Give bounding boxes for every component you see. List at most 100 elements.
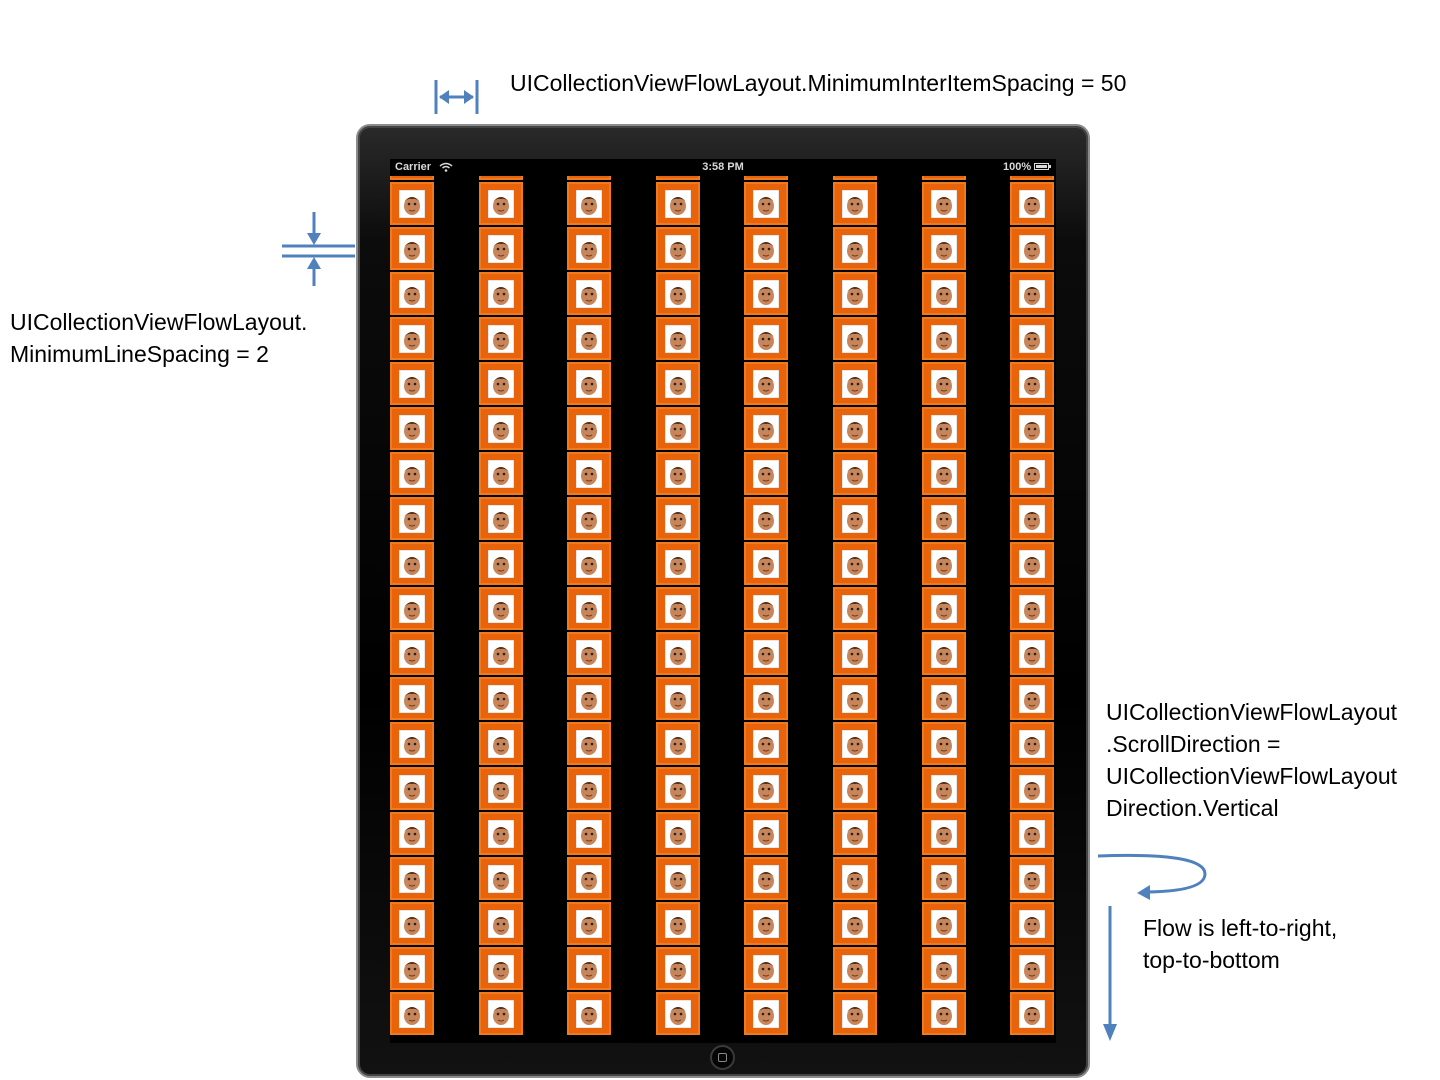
- collection-cell[interactable]: [567, 857, 611, 900]
- collection-cell[interactable]: [1010, 947, 1054, 990]
- collection-cell[interactable]: [833, 227, 877, 270]
- collection-cell[interactable]: [479, 497, 523, 540]
- collection-cell[interactable]: [390, 767, 434, 810]
- collection-cell[interactable]: [656, 677, 700, 720]
- collection-cell[interactable]: [656, 407, 700, 450]
- collection-cell[interactable]: [744, 452, 788, 495]
- collection-cell[interactable]: [833, 677, 877, 720]
- collection-cell[interactable]: [479, 632, 523, 675]
- collection-cell[interactable]: [922, 812, 966, 855]
- collection-cell[interactable]: [922, 857, 966, 900]
- collection-cell[interactable]: [390, 587, 434, 630]
- collection-view-grid[interactable]: [390, 159, 1056, 1043]
- collection-cell[interactable]: [567, 227, 611, 270]
- collection-cell[interactable]: [479, 812, 523, 855]
- collection-cell[interactable]: [390, 947, 434, 990]
- collection-cell[interactable]: [479, 542, 523, 585]
- collection-cell[interactable]: [833, 362, 877, 405]
- collection-cell[interactable]: [1010, 677, 1054, 720]
- collection-cell[interactable]: [744, 812, 788, 855]
- collection-cell[interactable]: [567, 767, 611, 810]
- collection-cell[interactable]: [922, 542, 966, 585]
- collection-cell[interactable]: [656, 497, 700, 540]
- collection-cell[interactable]: [479, 407, 523, 450]
- collection-cell[interactable]: [479, 677, 523, 720]
- collection-cell[interactable]: [656, 182, 700, 225]
- collection-cell[interactable]: [1010, 317, 1054, 360]
- collection-cell[interactable]: [567, 497, 611, 540]
- collection-cell[interactable]: [833, 992, 877, 1035]
- collection-cell[interactable]: [479, 587, 523, 630]
- collection-cell[interactable]: [656, 857, 700, 900]
- collection-cell[interactable]: [656, 812, 700, 855]
- collection-cell[interactable]: [390, 227, 434, 270]
- collection-cell[interactable]: [833, 317, 877, 360]
- collection-cell[interactable]: [1010, 182, 1054, 225]
- collection-cell[interactable]: [567, 452, 611, 495]
- collection-cell[interactable]: [744, 722, 788, 765]
- collection-cell[interactable]: [567, 902, 611, 945]
- collection-cell[interactable]: [1010, 722, 1054, 765]
- collection-cell[interactable]: [567, 677, 611, 720]
- collection-cell[interactable]: [656, 632, 700, 675]
- collection-cell[interactable]: [656, 227, 700, 270]
- collection-cell[interactable]: [567, 587, 611, 630]
- collection-cell[interactable]: [833, 947, 877, 990]
- collection-cell[interactable]: [922, 677, 966, 720]
- collection-cell[interactable]: [922, 182, 966, 225]
- collection-cell[interactable]: [744, 317, 788, 360]
- collection-cell[interactable]: [567, 992, 611, 1035]
- collection-cell[interactable]: [833, 407, 877, 450]
- collection-cell[interactable]: [922, 902, 966, 945]
- collection-cell[interactable]: [1010, 767, 1054, 810]
- collection-cell[interactable]: [1010, 272, 1054, 315]
- collection-cell[interactable]: [1010, 227, 1054, 270]
- collection-cell[interactable]: [656, 992, 700, 1035]
- collection-cell[interactable]: [1010, 587, 1054, 630]
- collection-cell[interactable]: [922, 767, 966, 810]
- collection-cell[interactable]: [390, 902, 434, 945]
- collection-cell[interactable]: [1010, 452, 1054, 495]
- collection-cell[interactable]: [390, 362, 434, 405]
- collection-cell[interactable]: [390, 407, 434, 450]
- collection-cell[interactable]: [567, 407, 611, 450]
- collection-cell[interactable]: [744, 992, 788, 1035]
- collection-cell[interactable]: [922, 497, 966, 540]
- collection-cell[interactable]: [833, 857, 877, 900]
- collection-cell[interactable]: [479, 272, 523, 315]
- collection-cell[interactable]: [567, 947, 611, 990]
- collection-cell[interactable]: [656, 902, 700, 945]
- collection-cell[interactable]: [833, 902, 877, 945]
- collection-cell[interactable]: [1010, 857, 1054, 900]
- collection-cell[interactable]: [479, 767, 523, 810]
- collection-cell[interactable]: [390, 542, 434, 585]
- collection-cell[interactable]: [479, 362, 523, 405]
- collection-cell[interactable]: [390, 497, 434, 540]
- collection-cell[interactable]: [1010, 362, 1054, 405]
- collection-cell[interactable]: [390, 857, 434, 900]
- collection-cell[interactable]: [744, 272, 788, 315]
- collection-cell[interactable]: [922, 722, 966, 765]
- collection-cell[interactable]: [656, 542, 700, 585]
- collection-cell[interactable]: [1010, 542, 1054, 585]
- collection-cell[interactable]: [390, 182, 434, 225]
- collection-cell[interactable]: [567, 722, 611, 765]
- collection-cell[interactable]: [922, 452, 966, 495]
- collection-cell[interactable]: [922, 632, 966, 675]
- collection-cell[interactable]: [744, 227, 788, 270]
- collection-cell[interactable]: [479, 452, 523, 495]
- collection-cell[interactable]: [1010, 812, 1054, 855]
- collection-cell[interactable]: [922, 407, 966, 450]
- collection-cell[interactable]: [390, 722, 434, 765]
- collection-cell[interactable]: [656, 722, 700, 765]
- collection-cell[interactable]: [656, 767, 700, 810]
- collection-cell[interactable]: [922, 227, 966, 270]
- collection-cell[interactable]: [479, 902, 523, 945]
- collection-cell[interactable]: [744, 677, 788, 720]
- collection-cell[interactable]: [744, 767, 788, 810]
- collection-cell[interactable]: [656, 947, 700, 990]
- collection-cell[interactable]: [744, 182, 788, 225]
- collection-cell[interactable]: [744, 542, 788, 585]
- collection-cell[interactable]: [922, 272, 966, 315]
- collection-cell[interactable]: [656, 317, 700, 360]
